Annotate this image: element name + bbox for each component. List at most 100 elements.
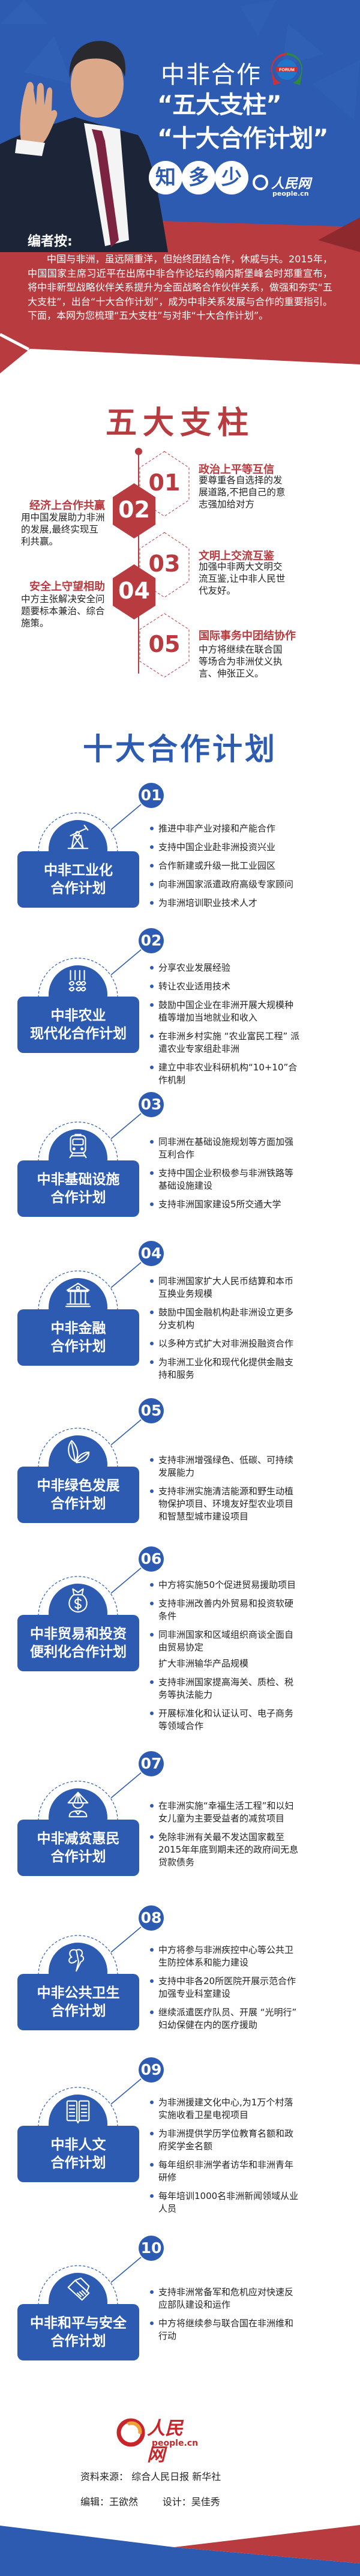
plan-title-box: 中非和平与安全合作计划	[17, 2304, 139, 2360]
plan-bullet: 中方将实施50个促进贸易援助项目	[150, 1579, 300, 1591]
plan-bullet-text: 以多种方式扩大对非洲投融资合作	[158, 1338, 294, 1349]
plan-title-line: 中非基础设施	[37, 1172, 120, 1187]
plan-title-line: 合作计划	[50, 1339, 106, 1354]
bullet-dot-icon	[150, 1003, 154, 1007]
plan-bullet: 中方将参与非洲疾控中心等公共卫生防控体系和能力建设	[150, 1944, 300, 1969]
plan-bullet: 支持中国企业赴非洲投资兴业	[150, 841, 300, 854]
book-icon	[66, 2100, 90, 2124]
plan-title-line: 中非绿色发展	[37, 1478, 120, 1494]
bullet-dot-icon	[150, 1341, 154, 1345]
footer-logo-text: 人民网	[147, 2418, 183, 2466]
plan-bullet-list: 支持非洲增强绿色、低碳、可持续发展能力支持非洲实施清洁能源和野生动植物保护项目、…	[150, 1454, 300, 1529]
people-logo-text: 人民网	[271, 176, 311, 192]
plan-bullet-text: 为非洲援建文化中心,为1万个村落实施收看卫星电视项目	[158, 2096, 293, 2120]
people-logo-sub: people.cn	[272, 190, 309, 198]
plan-bullet-list: 中方将实施50个促进贸易援助项目支持非洲改善内外贸易和投资软硬条件同非洲国家和区…	[150, 1579, 300, 1739]
plan-bullet: 推进中非产业对接和产能合作	[150, 822, 300, 835]
dashed-arc	[38, 1428, 118, 1468]
plan-bullet-text: 为非洲工业化和现代化提供金融支持和服务	[158, 1356, 294, 1380]
plan-title-box: 中非公共卫生合作计划	[17, 1974, 139, 2030]
plan-bullet-list: 推进中非产业对接和产能合作支持中国企业赴非洲投资兴业合作新建或升级一批工业园区向…	[150, 822, 300, 915]
plan-number: 09	[139, 2057, 164, 2083]
plan-bullet: 建立中非农业科研机构“10+10”合作机制	[150, 1061, 300, 1087]
bullet-dot-icon	[150, 1202, 154, 1206]
plan-bullet-text: 在非洲实施“幸福生活工程”和以妇女儿童为主要受益者的减贫项目	[158, 1800, 294, 1824]
connector-line	[110, 804, 142, 830]
bullet-dot-icon	[150, 900, 154, 905]
plan-bullet: 支持非洲国家建设5所交通大学	[150, 1198, 300, 1211]
plan-bullet-list: 在非洲实施“幸福生活工程”和以妇女儿童为主要受益者的减贫项目免除非洲有关最不发达…	[150, 1800, 300, 1875]
plan-number: 10	[139, 2236, 164, 2261]
plan-bullet-list: 同非洲国家扩大人民币结算和本币互换业务规模鼓励中国金融机构赴非洲设立更多分支机构…	[150, 1275, 300, 1387]
source-value: 综合人民日报 新华社	[131, 2471, 221, 2482]
plan-bullet-text: 同非洲国家和区域组织商谈全面自由贸易协定	[158, 1629, 294, 1653]
pillar-hexagon	[139, 532, 190, 598]
bullet-dot-icon	[150, 1310, 154, 1314]
badge-duo: 多	[182, 161, 215, 195]
bullet-dot-icon	[150, 1711, 154, 1715]
plan-bullet: 扩大非洲输华产品规模	[150, 1658, 300, 1670]
people-logo-icon	[116, 2418, 145, 2447]
connector-line	[110, 1772, 142, 1799]
dashed-arc	[38, 812, 118, 853]
money-bag-icon	[68, 1588, 88, 1613]
leaves-icon	[68, 1440, 90, 1464]
plan-title-line: 合作计划	[50, 2003, 106, 2019]
plan-bullet-text: 为非洲培训职业技术人才	[158, 897, 258, 908]
plan-title-line: 中非减贫惠民	[37, 1831, 120, 1847]
plan-bullet-text: 鼓励中国企业在非洲开展大规模种植等增加当地就业和收入	[158, 999, 294, 1023]
plan-number: 02	[139, 928, 164, 953]
bullet-dot-icon	[150, 1171, 154, 1175]
connector-line	[110, 2078, 142, 2105]
oil-pump-icon	[67, 824, 89, 849]
editor-note-text: 中国与非洲，虽远隔重洋，但始终团结合作，休戚与共。2015年，中国国家主席习近平…	[28, 253, 332, 321]
plan-bullet: 继续派遣医疗队员、开展 “光明行” 妇幼保健在内的医疗援助	[150, 2006, 300, 2032]
plan-bullet: 在非洲乡村实施 “农业富民工程” 派遣农业专家组赴非洲	[150, 1030, 300, 1055]
forum-logo-icon: FORUM	[271, 53, 303, 85]
hero-subtitle: 中非合作	[161, 61, 262, 89]
footer-people-logo: 人民网 people.cn	[116, 2413, 200, 2466]
pillar-title: 国际事务中团结协作	[199, 630, 296, 642]
plan-bullet-list: 同非洲在基础设施规划等方面加强互利合作支持中国企业积极参与非洲铁路等基础设施建设…	[150, 1136, 300, 1217]
bullet-dot-icon	[150, 1835, 154, 1839]
plan-title-line: 现代化合作计划	[30, 1026, 127, 1042]
hero-background	[0, 0, 360, 373]
timeline-dot	[135, 448, 142, 455]
dashed-arc	[38, 1935, 118, 1976]
pillar-number: 01	[148, 469, 181, 496]
plan-bullet: 为非洲提供学历学位教育名额和政府奖学金名额	[150, 2128, 300, 2153]
connector-line	[110, 1567, 142, 1594]
bullet-dot-icon	[150, 984, 154, 988]
plan-bullet: 为非洲援建文化中心,为1万个村落实施收看卫星电视项目	[150, 2096, 300, 2122]
bullet-dot-icon	[150, 1065, 154, 1069]
plan-title-line: 中非和平与安全	[30, 2315, 127, 2331]
train-icon	[69, 1133, 87, 1159]
plan-title-box: 中非人文合作计划	[17, 2126, 139, 2182]
plan-title-line: 合作计划	[50, 1190, 106, 1205]
plan-title-box: 中非减贫惠民合作计划	[17, 1820, 139, 1876]
bullet-dot-icon	[150, 1582, 154, 1587]
bullet-dot-icon	[150, 2321, 154, 2325]
plan-bullet-text: 中方将参与非洲疾控中心等公共卫生防控体系和能力建设	[158, 1944, 294, 1968]
bullet-dot-icon	[150, 1601, 154, 1605]
plan-number: 04	[139, 1241, 164, 1266]
source-line: 资料来源： 综合人民日报 新华社	[80, 2469, 221, 2483]
pillar-number: 05	[148, 631, 181, 657]
plan-bullet-text: 支持非洲增强绿色、低碳、可持续发展能力	[158, 1454, 294, 1478]
editor-note-label: 编者按:	[28, 234, 73, 249]
bullet-dot-icon	[150, 1458, 154, 1462]
people-logo: 人民网 people.cn	[252, 173, 311, 198]
pillar-description: 加强中非两大文明交流互鉴,让中非人民世代友好。	[199, 561, 286, 596]
plan-bullet-text: 扩大非洲输华产品规模	[158, 1658, 249, 1669]
plan-bullet: 支持中国企业积极参与非洲铁路等基础设施建设	[150, 1167, 300, 1192]
plan-title-line: 中非农业	[50, 1008, 106, 1024]
plan-number: 06	[139, 1546, 164, 1572]
plan-bullet: 免除非洲有关最不发达国家截至2015年年底到期未还的政府间无息贷款债务	[150, 1831, 300, 1869]
plan-bullet-text: 同非洲国家扩大人民币结算和本币互换业务规模	[158, 1275, 294, 1299]
hero-title-five-pillars: “五大支柱”	[157, 91, 282, 119]
pillar-title: 经济上合作共赢	[29, 499, 105, 512]
badge-zhi: 知	[149, 161, 182, 195]
plan-bullet: 开展标准化和认证认可、电子商务等领域合作	[150, 1707, 300, 1733]
